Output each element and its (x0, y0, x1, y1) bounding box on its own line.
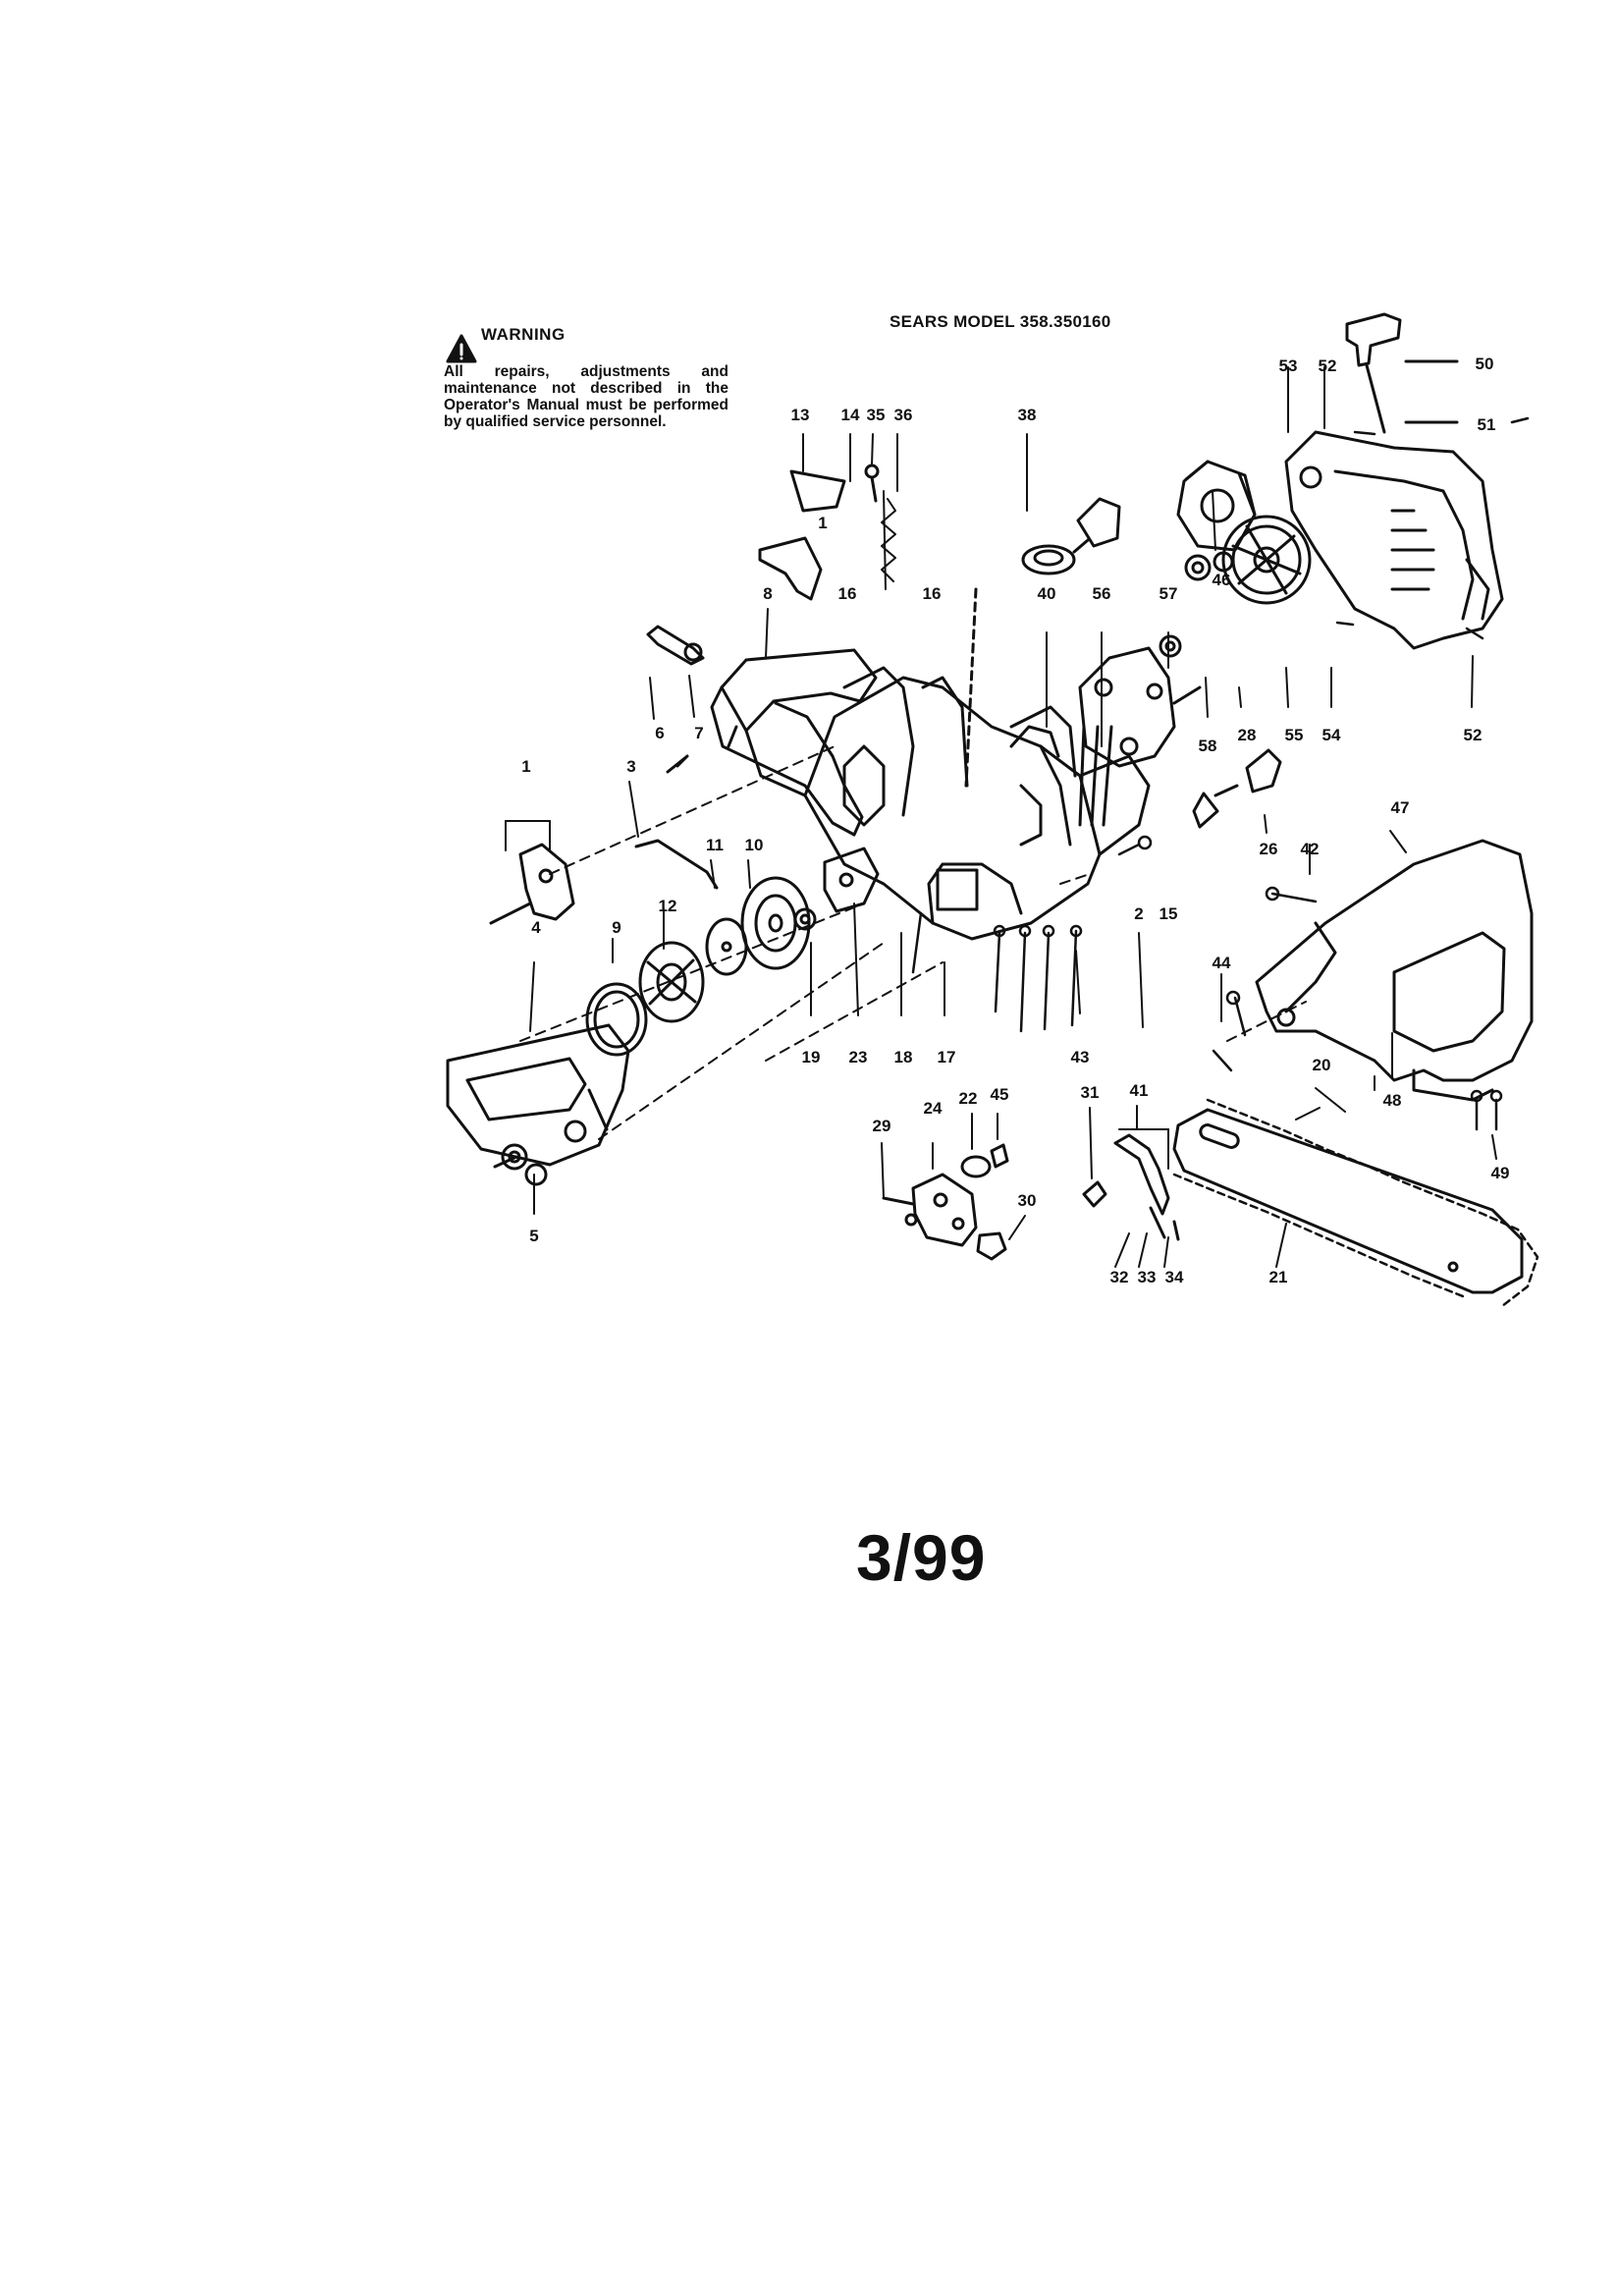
callout-26: 26 (1260, 840, 1278, 858)
callout-42: 42 (1301, 840, 1320, 858)
model-title: SEARS MODEL 358.350160 (890, 312, 1111, 331)
washer-nut (1159, 551, 1234, 658)
oil-pump-plate (823, 847, 880, 913)
screws (911, 416, 1530, 1131)
callout-28: 28 (1238, 726, 1257, 744)
callout-22: 22 (959, 1089, 978, 1108)
callout-1a: 1 (818, 514, 827, 532)
callout-55: 55 (1285, 726, 1304, 744)
rear-handle-housing (710, 648, 878, 837)
clutch-washer (705, 917, 748, 976)
flywheel (1176, 460, 1257, 552)
warning-box: WARNING All repairs, adjustments and mai… (444, 324, 728, 430)
clutch-drum-ring (585, 982, 648, 1057)
callout-41: 41 (1130, 1081, 1149, 1100)
warning-title: WARNING (481, 325, 566, 344)
callout-34: 34 (1165, 1268, 1184, 1286)
callout-6: 6 (655, 724, 664, 742)
callout-49: 49 (1491, 1164, 1510, 1182)
callout-56: 56 (1093, 584, 1111, 603)
warning-triangle-icon (446, 334, 477, 363)
chain-brake-lever (646, 625, 705, 774)
callout-5: 5 (529, 1227, 538, 1245)
callout-12: 12 (659, 897, 677, 915)
ignition-module (1078, 646, 1202, 768)
callout-33: 33 (1138, 1268, 1157, 1286)
clutch-assembly (638, 941, 705, 1023)
callout-44: 44 (1213, 954, 1231, 972)
callout-2: 2 (1134, 904, 1143, 923)
callout-43: 43 (1071, 1048, 1090, 1066)
callout-24: 24 (924, 1099, 943, 1118)
callout-53: 53 (1279, 356, 1298, 375)
callout-40: 40 (1038, 584, 1056, 603)
callout-54: 54 (1322, 726, 1341, 744)
callout-8: 8 (763, 584, 772, 603)
callout-16a: 16 (838, 584, 857, 603)
callout-46: 46 (1213, 571, 1231, 589)
callout-14: 14 (841, 406, 860, 424)
callout-35: 35 (867, 406, 886, 424)
callout-30: 30 (1018, 1191, 1037, 1210)
callout-32: 32 (1110, 1268, 1129, 1286)
sprocket-washer (793, 907, 817, 931)
callout-48: 48 (1383, 1091, 1402, 1110)
callout-52: 52 (1319, 356, 1337, 375)
warning-text: All repairs, adjustments and maintenance… (444, 363, 728, 430)
oil-pump (882, 1143, 1009, 1261)
starter-handle (1345, 312, 1459, 434)
chain-brake-band (489, 843, 575, 925)
callout-19: 19 (802, 1048, 821, 1066)
callout-4: 4 (531, 918, 541, 937)
callout-3: 3 (626, 757, 635, 776)
engine-crankcase (803, 666, 1151, 941)
fuel-cap (964, 497, 1121, 788)
callout-1b: 1 (521, 757, 530, 776)
callout-57: 57 (1160, 584, 1178, 603)
starter-housing (1284, 430, 1504, 650)
callout-17: 17 (938, 1048, 956, 1066)
callout-23: 23 (849, 1048, 868, 1066)
callout-31: 31 (1081, 1083, 1100, 1102)
callout-38: 38 (1018, 406, 1037, 424)
saw-chain (1172, 1098, 1539, 1308)
callout-29: 29 (873, 1117, 891, 1135)
starter-pulley (1221, 515, 1312, 605)
callout-16b: 16 (923, 584, 942, 603)
callout-10: 10 (745, 836, 764, 854)
callout-15: 15 (1160, 904, 1178, 923)
callout-13: 13 (791, 406, 810, 424)
page-number: 3/99 (856, 1521, 987, 1594)
callout-50: 50 (1476, 355, 1494, 373)
callout-51: 51 (1478, 415, 1496, 434)
spring-clip (634, 839, 719, 890)
callout-7: 7 (694, 724, 703, 742)
chain-brake-handguard (1255, 839, 1534, 1102)
warning-icon-spacer (444, 324, 471, 346)
callout-18: 18 (894, 1048, 913, 1066)
warning-header: WARNING (444, 324, 728, 346)
spark-plug-boot (1192, 748, 1282, 829)
throttle-trigger (758, 464, 896, 601)
oil-line (1082, 1133, 1180, 1241)
chain-catcher-nut (493, 1143, 548, 1186)
engine-cylinder (1009, 725, 1113, 827)
clutch-drum (740, 876, 811, 970)
callout-47: 47 (1391, 798, 1410, 817)
callout-36: 36 (894, 406, 913, 424)
callout-52b: 52 (1464, 726, 1483, 744)
guide-bar (1172, 1108, 1524, 1294)
clutch-cover (446, 1023, 630, 1167)
callout-20: 20 (1313, 1056, 1331, 1074)
callout-21: 21 (1269, 1268, 1288, 1286)
callout-58: 58 (1199, 737, 1217, 755)
callout-9: 9 (612, 918, 620, 937)
callout-45: 45 (991, 1085, 1009, 1104)
callout-11: 11 (706, 836, 724, 854)
